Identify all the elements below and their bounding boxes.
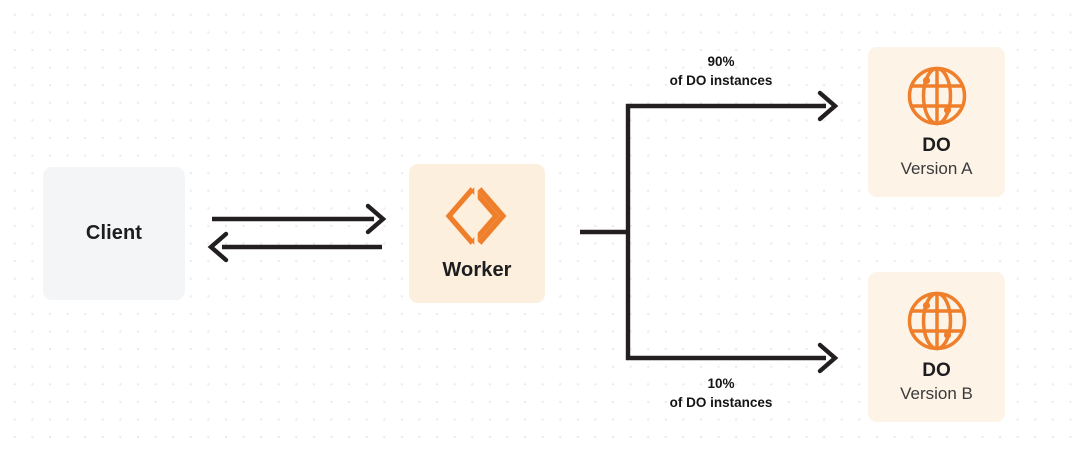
node-do-version-a-sublabel: Version A bbox=[900, 158, 973, 178]
node-do-version-b[interactable]: DO Version B bbox=[868, 272, 1005, 422]
edge-worker-to-client bbox=[207, 231, 382, 263]
node-do-version-b-sublabel: Version B bbox=[900, 383, 973, 403]
edge-worker-to-do-b bbox=[626, 342, 839, 374]
node-worker-label: Worker bbox=[442, 259, 512, 281]
edge-label-do-a-text: of DO instances bbox=[669, 73, 773, 89]
edge-client-to-worker bbox=[212, 203, 387, 235]
cloudflare-workers-icon bbox=[442, 185, 512, 247]
edge-label-do-b-text: of DO instances bbox=[669, 395, 773, 411]
node-client-label: Client bbox=[85, 222, 143, 244]
edge-label-do-a: 90% of DO instances bbox=[628, 52, 814, 90]
node-do-version-a[interactable]: DO Version A bbox=[868, 47, 1005, 197]
globe-icon bbox=[906, 65, 968, 127]
edge-label-do-a-percent: 90% bbox=[707, 54, 735, 69]
edge-worker-to-do-a bbox=[626, 90, 839, 122]
globe-icon bbox=[906, 290, 968, 352]
node-do-version-a-label: DO bbox=[922, 134, 951, 156]
edge-label-do-b-percent: 10% bbox=[707, 376, 735, 391]
node-client[interactable]: Client bbox=[43, 167, 185, 300]
edge-label-do-b: 10% of DO instances bbox=[628, 374, 814, 412]
node-worker[interactable]: Worker bbox=[409, 164, 545, 303]
node-do-version-b-label: DO bbox=[922, 359, 951, 381]
